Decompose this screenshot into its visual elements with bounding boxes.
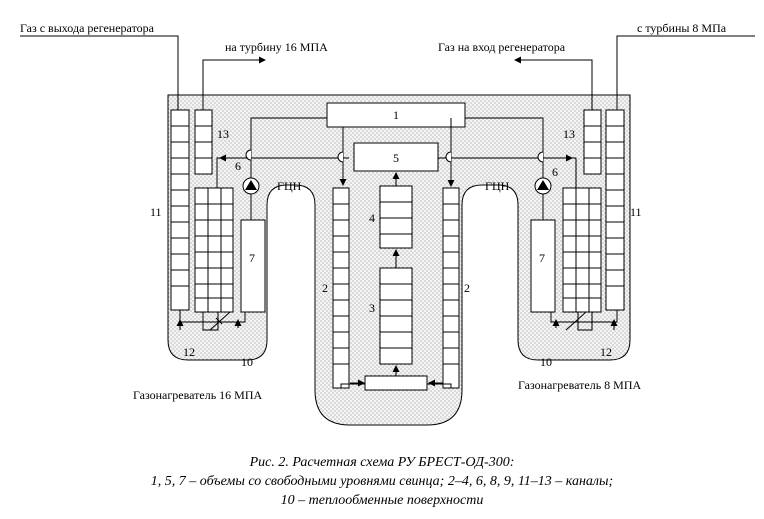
label-gas-to-regenerator: Газ на вход регенератора [438, 40, 566, 54]
number-3: 3 [369, 301, 375, 315]
label-to-turbine-16: на турбину 16 МПА [225, 40, 328, 54]
channel-2-right [442, 187, 460, 389]
label-heater-8: Газонагреватель 8 МПА [518, 378, 642, 392]
number-2-left: 2 [322, 281, 328, 295]
external-pipes [20, 35, 755, 110]
channel-13-right [583, 109, 602, 175]
heat-exchanger-right [562, 187, 602, 313]
label-gas-from-regenerator: Газ с выхода регенератора [20, 21, 155, 35]
channel-11-right [605, 109, 625, 311]
number-2-right: 2 [464, 281, 470, 295]
label-from-turbine-8: с турбины 8 МПа [637, 21, 727, 35]
number-10-right: 10 [540, 355, 552, 369]
number-6-right: 6 [552, 165, 558, 179]
volume-7-left [240, 219, 266, 313]
label-heater-16: Газонагреватель 16 МПА [133, 388, 263, 402]
channel-13-left [194, 109, 213, 175]
label-gcn-right: ГЦН [485, 179, 510, 193]
figure-caption-legend-1: 1, 5, 7 – объемы со свободными уровнями … [150, 474, 614, 489]
central-flow-lines [340, 383, 452, 388]
volume-1 [326, 102, 466, 128]
number-11-left: 11 [150, 205, 162, 219]
crossover-right [537, 151, 544, 163]
number-5: 5 [393, 151, 399, 165]
number-12-right: 12 [600, 345, 612, 359]
number-7-left: 7 [249, 251, 255, 265]
figure-caption-title: Рис. 2. Расчетная схема РУ БРЕСТ-ОД-300: [249, 455, 515, 470]
number-4: 4 [369, 211, 375, 225]
number-1: 1 [393, 108, 399, 122]
channel-2-left [332, 187, 350, 389]
number-13-left: 13 [217, 127, 229, 141]
channel-4 [379, 185, 413, 249]
crossover-left-2 [337, 151, 344, 163]
crossover-right-2 [445, 151, 452, 163]
label-gcn-left: ГЦН [277, 179, 302, 193]
lower-plenum [364, 375, 428, 391]
figure-caption-legend-2: 10 – теплообменные поверхности [280, 493, 484, 508]
pump-gcn-left-icon [242, 177, 260, 195]
number-13-right: 13 [563, 127, 575, 141]
volume-7-right [530, 219, 556, 313]
channel-3 [379, 267, 413, 365]
crossover-left [245, 149, 252, 161]
number-6-left: 6 [235, 159, 241, 173]
number-10-left: 10 [241, 355, 253, 369]
volume-5 [353, 142, 439, 172]
channel-11-left [170, 109, 190, 311]
lead-pool-outline [167, 94, 631, 426]
number-11-right: 11 [630, 205, 642, 219]
number-7-right: 7 [539, 251, 545, 265]
heat-exchanger-left [194, 187, 234, 313]
pump-gcn-right-icon [534, 177, 552, 195]
number-12-left: 12 [183, 345, 195, 359]
